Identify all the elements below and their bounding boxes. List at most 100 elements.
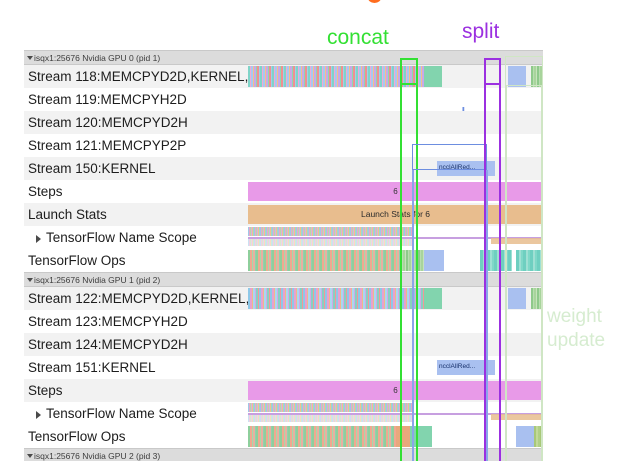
launch-stats-bar[interactable]: Launch Stats for 6 <box>248 205 543 224</box>
name-scope-line <box>248 237 543 239</box>
group-header-label: isqx1:25676 Nvidia GPU 0 (pid 1) <box>34 53 161 63</box>
steps-bar[interactable]: 6 <box>248 381 543 400</box>
steps-bar[interactable]: 6 <box>248 182 543 201</box>
track-label: Stream 150:KERNEL <box>24 157 248 180</box>
track-label: Launch Stats <box>24 203 248 226</box>
track-row-launch-stats[interactable]: Launch Stats Launch Stats for 6 <box>24 203 543 226</box>
track-lane[interactable] <box>248 310 543 333</box>
timeline-block[interactable] <box>410 426 432 447</box>
track-label: TensorFlow Name Scope <box>24 402 248 425</box>
nccl-allreduce-block[interactable]: ncclAllRed... <box>437 360 495 375</box>
track-row-name-scope[interactable]: TensorFlow Name Scope <box>24 226 543 249</box>
timeline-block[interactable] <box>248 239 413 246</box>
track-label: Stream 122:MEMCPYD2D,KERNEL,MEMCPYP2P <box>24 287 248 310</box>
annotation-weight-line2: update <box>547 330 606 351</box>
name-scope-segment[interactable] <box>491 238 543 244</box>
step-number: 6 <box>393 187 398 196</box>
timeline-block[interactable] <box>480 250 512 271</box>
group-header-gpu2[interactable]: isqx1:25676 Nvidia GPU 2 (pid 3) <box>24 448 543 461</box>
track-lane[interactable] <box>248 333 543 356</box>
timeline-block[interactable] <box>534 426 543 447</box>
track-lane[interactable]: 6 <box>248 379 543 402</box>
track-lane[interactable]: Launch Stats for 6 <box>248 203 543 226</box>
track-label: TensorFlow Ops <box>28 429 126 444</box>
timeline-block[interactable] <box>424 288 442 309</box>
chevron-down-icon[interactable] <box>27 454 33 458</box>
annotation-label-weight-update: weight update <box>547 305 605 353</box>
track-row-steps[interactable]: Steps 6 <box>24 379 543 402</box>
track-lane[interactable]: ncclAllRed... <box>248 356 543 379</box>
timeline-block[interactable] <box>516 250 543 271</box>
track-row-tensorflow-ops[interactable]: TensorFlow Ops <box>24 425 543 448</box>
track-row-stream122[interactable]: Stream 122:MEMCPYD2D,KERNEL,MEMCPYP2P <box>24 287 543 310</box>
track-row-stream123[interactable]: Stream 123:MEMCPYH2D <box>24 310 543 333</box>
timeline-block[interactable] <box>248 66 424 87</box>
track-lane[interactable] <box>248 65 543 88</box>
timeline-block[interactable] <box>424 66 442 87</box>
track-row-stream150[interactable]: Stream 150:KERNEL ncclAllRed... <box>24 157 543 180</box>
name-scope-line <box>248 413 543 415</box>
track-row-stream121[interactable]: Stream 121:MEMCPYP2P <box>24 134 543 157</box>
track-lane[interactable] <box>248 88 543 111</box>
group-header-gpu1[interactable]: isqx1:25676 Nvidia GPU 1 (pid 2) <box>24 272 543 287</box>
track-row-stream151[interactable]: Stream 151:KERNEL ncclAllRed... <box>24 356 543 379</box>
track-label: TensorFlow Name Scope <box>24 226 248 249</box>
track-lane[interactable] <box>248 134 543 157</box>
track-row-stream119[interactable]: Stream 119:MEMCPYH2D <box>24 88 543 111</box>
trace-viewer-panel[interactable]: isqx1:25676 Nvidia GPU 0 (pid 1) Stream … <box>24 50 543 461</box>
track-label: Stream 151:KERNEL <box>28 360 156 375</box>
track-label-text: TensorFlow Name Scope <box>46 406 197 421</box>
track-label: Stream 118:MEMCPYD2D,KERNEL,MEMCPYP2P <box>24 65 248 88</box>
nccl-allreduce-block[interactable]: ncclAllRed... <box>437 161 495 176</box>
track-lane[interactable] <box>248 249 543 272</box>
timeline-block[interactable] <box>531 66 543 87</box>
track-label: Stream 119:MEMCPYH2D <box>28 92 187 107</box>
step-number: 6 <box>393 386 398 395</box>
timeline-block[interactable] <box>248 426 396 447</box>
track-row-stream118[interactable]: Stream 118:MEMCPYD2D,KERNEL,MEMCPYP2P <box>24 65 543 88</box>
group-header-gpu0[interactable]: isqx1:25676 Nvidia GPU 0 (pid 1) <box>24 50 543 65</box>
timeline-block[interactable] <box>248 250 400 271</box>
timeline-block[interactable] <box>516 426 534 447</box>
timeline-block[interactable] <box>248 227 413 236</box>
track-label: TensorFlow Ops <box>28 253 126 268</box>
track-lane[interactable] <box>248 226 543 249</box>
track-row-stream124[interactable]: Stream 124:MEMCPYD2H <box>24 333 543 356</box>
timeline-block[interactable] <box>508 288 526 309</box>
track-lane[interactable]: ncclAllRed... <box>248 157 543 180</box>
annotation-weight-line1: weight <box>547 306 602 327</box>
annotation-label-concat: concat <box>327 26 389 49</box>
chevron-right-icon[interactable] <box>36 235 41 243</box>
chevron-right-icon[interactable] <box>36 411 41 419</box>
timeline-block[interactable] <box>396 426 410 447</box>
group-header-label: isqx1:25676 Nvidia GPU 1 (pid 2) <box>34 275 161 285</box>
name-scope-segment[interactable] <box>491 414 543 420</box>
track-row-name-scope[interactable]: TensorFlow Name Scope <box>24 402 543 425</box>
track-label: Steps <box>28 184 63 199</box>
annotation-label-split: split <box>462 20 500 43</box>
timeline-block[interactable] <box>424 250 444 271</box>
timeline-block[interactable] <box>248 403 413 412</box>
track-lane[interactable] <box>248 425 543 448</box>
timeline-block[interactable] <box>400 250 424 271</box>
timeline-block[interactable] <box>248 288 424 309</box>
track-label: Steps <box>24 379 248 402</box>
track-lane[interactable]: 6 <box>248 180 543 203</box>
track-row-steps[interactable]: Steps 6 <box>24 180 543 203</box>
track-label: Stream 121:MEMCPYP2P <box>28 138 187 153</box>
track-row-stream120[interactable]: Stream 120:MEMCPYD2H <box>24 111 543 134</box>
track-row-tensorflow-ops[interactable]: TensorFlow Ops <box>24 249 543 272</box>
track-lane[interactable] <box>248 287 543 310</box>
timeline-block[interactable] <box>531 288 543 309</box>
orange-marker-icon <box>368 0 381 3</box>
track-label: Stream 120:MEMCPYD2H <box>24 111 248 134</box>
track-label-text: TensorFlow Name Scope <box>46 230 197 245</box>
timeline-block[interactable] <box>248 415 413 422</box>
timeline-block[interactable] <box>508 66 526 87</box>
chevron-down-icon[interactable] <box>27 56 33 60</box>
group-header-label: isqx1:25676 Nvidia GPU 2 (pid 3) <box>34 451 161 461</box>
track-label: Stream 123:MEMCPYH2D <box>28 314 188 329</box>
track-lane[interactable] <box>248 402 543 425</box>
track-lane[interactable] <box>248 111 543 134</box>
chevron-down-icon[interactable] <box>27 278 33 282</box>
